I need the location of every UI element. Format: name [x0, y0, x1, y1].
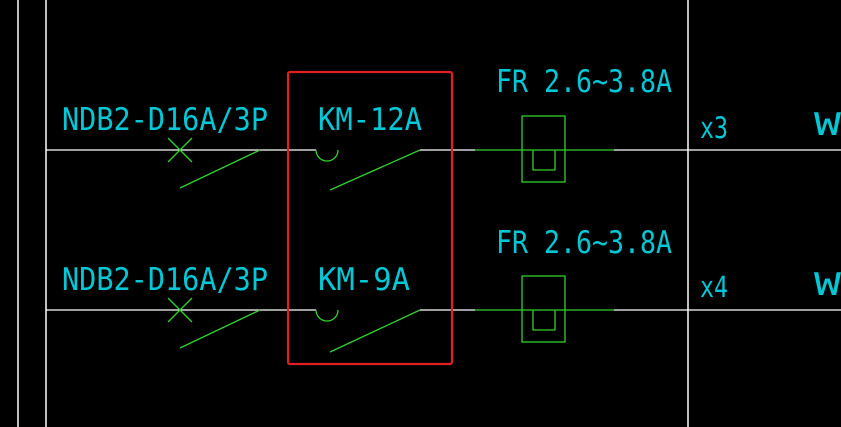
- contactor-label: KM-12A: [318, 102, 422, 138]
- contactor-symbol: [315, 149, 421, 191]
- breaker-label: NDB2-D16A/3P: [62, 102, 268, 138]
- overload-relay-symbol: [475, 275, 614, 343]
- breaker-symbol: [167, 137, 261, 189]
- overload-relay-symbol: [475, 115, 614, 183]
- quantity-label: x3: [700, 111, 728, 145]
- overload-label: FR 2.6~3.8A: [496, 225, 672, 261]
- breaker-symbol: [167, 297, 261, 349]
- contactor-symbol: [315, 309, 421, 353]
- trailing-label: W: [814, 107, 841, 143]
- contactor-label: KM-9A: [318, 262, 410, 298]
- quantity-label: x4: [700, 270, 728, 304]
- overload-label: FR 2.6~3.8A: [496, 64, 672, 100]
- contactor-highlight-box: [286, 70, 454, 366]
- circuit-row-1: NDB2-D16A/3P KM-12A FR 2.6~3.8A x3 W: [46, 64, 841, 191]
- breaker-label: NDB2-D16A/3P: [62, 262, 268, 298]
- trailing-label: W: [814, 267, 841, 303]
- circuit-row-2: NDB2-D16A/3P KM-9A FR 2.6~3.8A x4 W: [46, 225, 841, 353]
